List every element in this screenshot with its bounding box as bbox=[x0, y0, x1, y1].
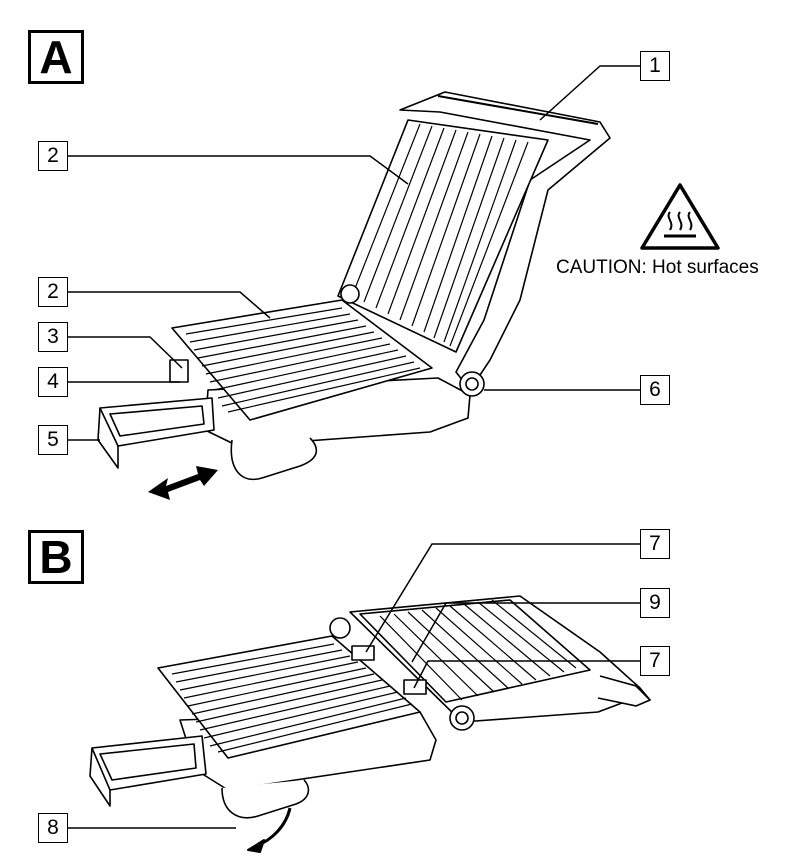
callout-7-lower: 7 bbox=[640, 646, 670, 676]
flat-grill-foot bbox=[221, 779, 310, 819]
callout-5: 5 bbox=[38, 425, 68, 455]
upper-plate bbox=[337, 119, 549, 353]
grill-open-drawing bbox=[97, 91, 611, 500]
lower-plate-ribs bbox=[185, 307, 421, 413]
flat-lower-plate bbox=[157, 635, 421, 759]
grill-foot bbox=[230, 437, 318, 481]
panel-label-a: A bbox=[28, 30, 84, 84]
hinge-knob-left bbox=[340, 284, 360, 304]
callout-8: 8 bbox=[38, 813, 68, 843]
flat-drip-tray bbox=[89, 735, 207, 807]
flat-lid-handle bbox=[597, 675, 651, 707]
upper-plate-ribs bbox=[351, 123, 529, 347]
callout-9: 9 bbox=[640, 588, 670, 618]
callout-2-upper-plate: 2 bbox=[38, 141, 68, 171]
callout-7-upper: 7 bbox=[640, 529, 670, 559]
drip-tray bbox=[97, 397, 215, 469]
slide-arrow bbox=[148, 466, 218, 500]
lid-handle bbox=[437, 95, 599, 125]
callout-6: 6 bbox=[640, 375, 670, 405]
leader-lines-a bbox=[68, 65, 640, 441]
caution-label: CAUTION: Hot surfaces bbox=[556, 257, 759, 278]
callout-1: 1 bbox=[640, 51, 670, 81]
lower-plate bbox=[171, 299, 433, 421]
callout-4: 4 bbox=[38, 367, 68, 397]
callout-3: 3 bbox=[38, 322, 68, 352]
hinge-knob bbox=[459, 371, 485, 397]
callout-2-lower-plate: 2 bbox=[38, 277, 68, 307]
panel-label-b: B bbox=[28, 530, 84, 584]
hot-surface-warning-icon bbox=[640, 183, 720, 250]
leader-lines-b bbox=[68, 543, 640, 829]
grill-flat-drawing bbox=[89, 595, 651, 853]
